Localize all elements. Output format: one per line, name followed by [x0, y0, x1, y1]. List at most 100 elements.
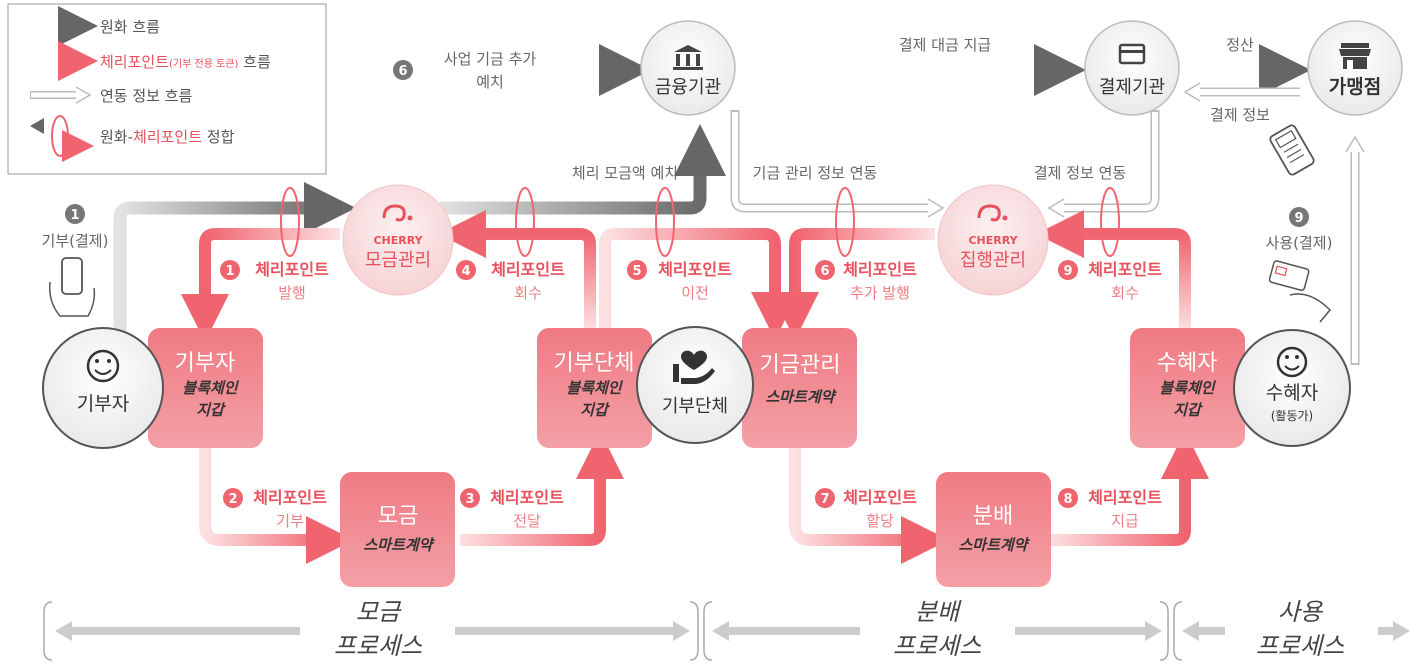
- point-step-num: 5: [632, 264, 641, 279]
- legend: 원화 흐름 체리포인트(기부 전용 토큰) 흐름 연동 정보 흐름 원화-체리포…: [7, 3, 327, 175]
- point-step-num: 7: [820, 492, 829, 507]
- collect-contract-box: 모금 스마트계약: [340, 472, 455, 587]
- donor-wallet-sub1: 블록체인: [182, 379, 239, 397]
- fund-mgmt-box: 기금관리 스마트계약: [742, 328, 857, 448]
- distribute-contract-title: 분배: [973, 504, 1013, 529]
- step1-text: 기부(결제): [42, 232, 109, 250]
- distribute-contract-box: 분배 스마트계약: [936, 472, 1051, 587]
- step9-label: 9 사용(결제): [1266, 207, 1333, 252]
- info-flows: [730, 82, 1365, 365]
- legend-match-label: 원화-체리포인트 정합: [100, 128, 235, 146]
- collect-mgmt-node: CHERRY 모금관리: [342, 184, 454, 296]
- fund-mgmt-title: 기금관리: [760, 353, 841, 378]
- donor-node: 기부자: [42, 327, 164, 449]
- card-icon: [1118, 43, 1146, 65]
- recipient-wallet-sub1: 블록체인: [1159, 379, 1216, 397]
- point-step-num: 1: [225, 264, 234, 279]
- point-step-7: 7 체리포인트 할당: [815, 488, 917, 530]
- payment-info-link-label: 결제 정보 연동: [1034, 164, 1127, 182]
- step6-label: 6 사업 기금 추가 예치: [393, 50, 536, 91]
- match-rings: [280, 187, 1120, 257]
- legend-match-icon: [30, 115, 94, 162]
- org-wallet-sub2: 지갑: [580, 401, 610, 419]
- point-step-sub: 추가 발행: [850, 284, 910, 302]
- donor-circle-label: 기부자: [77, 393, 129, 415]
- point-step-num: 2: [228, 492, 237, 507]
- process-use-1: 사용: [1278, 598, 1324, 626]
- point-step-8: 8 체리포인트 지급: [1058, 488, 1162, 530]
- recipient-circle-sublabel: (활동가): [1271, 409, 1313, 423]
- legend-info-label: 연동 정보 흐름: [100, 87, 193, 105]
- collect-contract-sub: 스마트계약: [363, 536, 435, 554]
- step1-label: 1 기부(결제): [42, 204, 109, 250]
- phone-hand-icon: [48, 257, 96, 317]
- card-hand-icon: [1268, 260, 1332, 323]
- point-step-title: 체리포인트: [843, 260, 917, 279]
- point-step-num: 4: [461, 264, 470, 279]
- org-wallet-title: 기부단체: [554, 351, 635, 376]
- distribute-contract-sub: 스마트계약: [958, 536, 1030, 554]
- merchant-node: 가맹점: [1307, 20, 1403, 116]
- smiley-icon: [86, 349, 120, 383]
- point-step-num: 3: [465, 492, 474, 507]
- org-wallet-box: 기부단체 블록체인 지갑: [537, 328, 652, 448]
- point-step-1: 1 체리포인트 발행: [220, 260, 329, 302]
- point-step-title: 체리포인트: [843, 488, 917, 507]
- process-collect-2: 프로세스: [334, 632, 423, 660]
- payment-settle-label: 결제 대금 지급: [899, 36, 992, 54]
- legend-won-label: 원화 흐름: [100, 18, 160, 36]
- legend-info-arrow: [30, 86, 92, 104]
- step6-line1: 사업 기금 추가: [444, 50, 537, 68]
- process-distribute-2: 프로세스: [893, 632, 982, 660]
- cherry-deposit-label: 체리 모금액 예치: [572, 164, 678, 182]
- point-step-6: 6 체리포인트 추가 발행: [815, 260, 917, 302]
- point-step-sub: 발행: [278, 284, 306, 302]
- exec-mgmt-node: CHERRY 집행관리: [937, 184, 1049, 296]
- point-step-title: 체리포인트: [1088, 488, 1162, 507]
- point-step-title: 체리포인트: [658, 260, 732, 279]
- bank-node: 금융기관: [640, 20, 736, 116]
- point-step-4: 4 체리포인트 회수: [456, 260, 565, 302]
- point-step-title: 체리포인트: [490, 488, 564, 507]
- point-step-sub: 회수: [1111, 284, 1139, 302]
- donor-wallet-box: 기부자 블록체인 지갑: [148, 328, 263, 448]
- step9-text: 사용(결제): [1266, 234, 1333, 252]
- collect-contract-title: 모금: [378, 504, 418, 529]
- bank-icon: [673, 45, 703, 70]
- recipient-wallet-title: 수혜자: [1157, 351, 1218, 376]
- won-flows: [113, 44, 1311, 340]
- collect-mgmt-label: 모금관리: [365, 250, 431, 271]
- point-step-num: 6: [820, 264, 829, 279]
- recipient-wallet-sub2: 지갑: [1173, 401, 1203, 419]
- point-step-title: 체리포인트: [491, 260, 565, 279]
- heart-hand-icon: [673, 350, 715, 384]
- pos-terminal-icon: [1269, 124, 1315, 176]
- step1-num: 1: [70, 208, 79, 223]
- donor-wallet-title: 기부자: [175, 351, 236, 376]
- cherry-logo-icon: [382, 204, 413, 222]
- recipient-circle-label: 수혜자: [1266, 382, 1318, 404]
- recipient-wallet-box: 수혜자 블록체인 지갑: [1130, 328, 1245, 448]
- point-step-title: 체리포인트: [255, 260, 329, 279]
- process-use-2: 프로세스: [1256, 632, 1345, 660]
- process-brackets: [43, 601, 1183, 661]
- fund-mgmt-sub: 스마트계약: [765, 388, 837, 406]
- point-step-sub: 회수: [514, 284, 542, 302]
- org-node: 기부단체: [636, 326, 754, 444]
- process-collect-1: 모금: [356, 598, 402, 626]
- merchant-label: 가맹점: [1329, 76, 1381, 98]
- point-step-title: 체리포인트: [253, 488, 327, 507]
- cherry-flows: [181, 210, 1209, 564]
- point-step-sub: 이전: [681, 284, 709, 302]
- legend-cherry-label: 체리포인트(기부 전용 토큰) 흐름: [100, 53, 271, 71]
- point-step-title: 체리포인트: [1088, 260, 1162, 279]
- step6-num: 6: [398, 64, 407, 79]
- fund-info-link-label: 기금 관리 정보 연동: [753, 164, 878, 182]
- point-step-sub: 할당: [866, 512, 894, 530]
- point-step-num: 8: [1063, 492, 1072, 507]
- settle-label: 정산: [1226, 36, 1254, 54]
- process-distribute-1: 분배: [915, 598, 962, 626]
- point-step-num: 9: [1063, 264, 1072, 279]
- cherry-logo-text: CHERRY: [373, 234, 423, 247]
